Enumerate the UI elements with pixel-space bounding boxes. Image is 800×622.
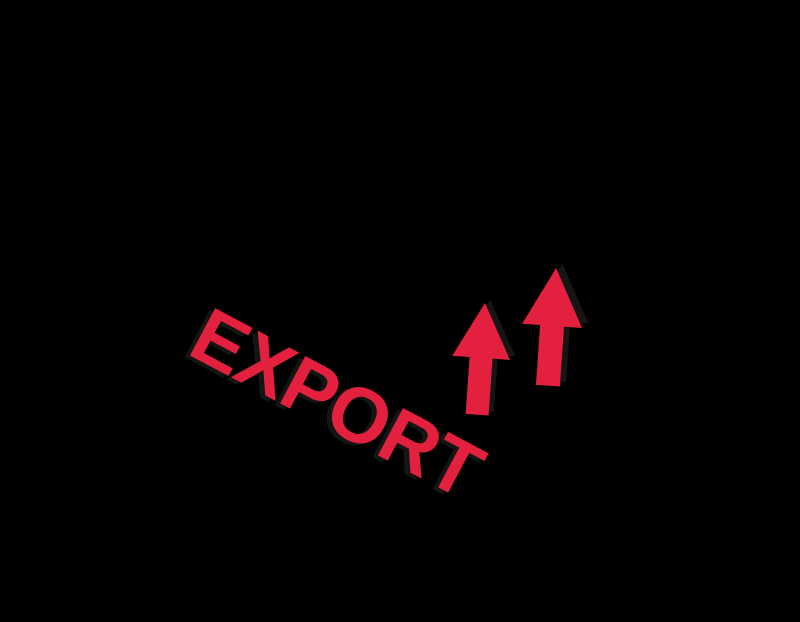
arrow-left-body — [452, 302, 511, 416]
arrow-right-body — [522, 268, 583, 387]
arrow-right — [522, 263, 589, 387]
arrow-left — [452, 299, 516, 416]
